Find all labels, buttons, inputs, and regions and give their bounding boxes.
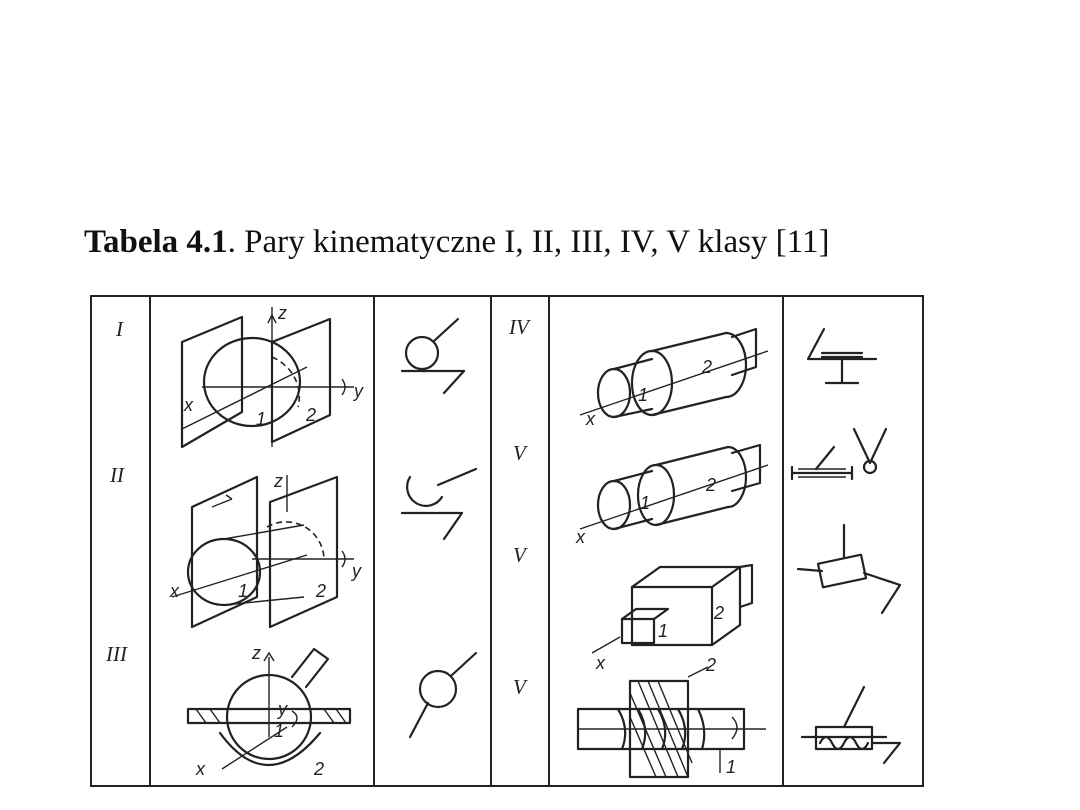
class-label-V: V [513, 543, 526, 567]
column-divider [782, 297, 784, 785]
part-2: 2 [705, 655, 716, 675]
axis-x: x [595, 653, 606, 673]
part-1: 1 [256, 409, 266, 429]
symbol-V-rotation [790, 427, 888, 481]
kinematic-pairs-table: I II III IV V V V z y x 1 2 [90, 295, 924, 787]
pair-I-drawing: z y x 1 2 [180, 303, 364, 449]
axis-x: x [195, 759, 206, 779]
pair-III-drawing: z y x 1 2 [186, 643, 352, 779]
axis-y: y [276, 699, 288, 719]
column-divider [373, 297, 375, 785]
column-divider [490, 297, 492, 785]
class-label-III: III [106, 642, 127, 666]
class-label-V: V [513, 441, 526, 465]
class-label-I: I [116, 317, 123, 341]
part-2: 2 [313, 759, 324, 779]
symbol-V-prismatic [796, 523, 902, 615]
column-divider [548, 297, 550, 785]
part-1: 1 [238, 581, 248, 601]
symbol-III [408, 651, 478, 739]
axis-y: y [350, 561, 362, 581]
axis-x: x [575, 527, 586, 547]
caption-text: . Pary kinematyczne I, II, III, IV, V kl… [227, 224, 830, 260]
axis-x: x [183, 395, 194, 415]
symbol-II [400, 467, 478, 541]
pair-V-rotation-drawing: 1 2 x [575, 443, 769, 547]
axis-z: z [277, 303, 287, 323]
part-1: 1 [658, 621, 668, 641]
part-2: 2 [315, 581, 326, 601]
class-label-IV: IV [509, 315, 529, 339]
part-2: 2 [305, 405, 316, 425]
column-divider [149, 297, 151, 785]
drawings-layer: z y x 1 2 z y x 1 2 [169, 303, 902, 779]
symbol-IV [806, 327, 878, 385]
symbol-I [400, 317, 466, 395]
class-label-V: V [513, 675, 526, 699]
pair-IV-drawing: 1 2 x [579, 327, 769, 429]
axis-z: z [251, 643, 261, 663]
pair-V-prismatic-drawing: 1 2 x [591, 563, 754, 673]
axis-y: y [352, 381, 364, 401]
part-2: 2 [713, 603, 724, 623]
symbol-V-screw [800, 685, 902, 765]
pair-V-screw-drawing: 2 1 [576, 655, 766, 779]
axis-x: x [585, 409, 596, 429]
part-1: 1 [274, 721, 284, 741]
part-1: 1 [726, 757, 736, 777]
axis-z: z [273, 471, 283, 491]
axis-x: x [169, 581, 180, 601]
pair-II-drawing: z y x 1 2 [169, 471, 362, 629]
part-1: 1 [640, 493, 650, 513]
part-2: 2 [705, 475, 716, 495]
part-1: 1 [638, 385, 648, 405]
table-caption: Tabela 4.1. Pary kinematyczne I, II, III… [84, 224, 829, 261]
part-2: 2 [701, 357, 712, 377]
class-label-II: II [110, 463, 124, 487]
caption-number: Tabela 4.1 [84, 224, 228, 260]
